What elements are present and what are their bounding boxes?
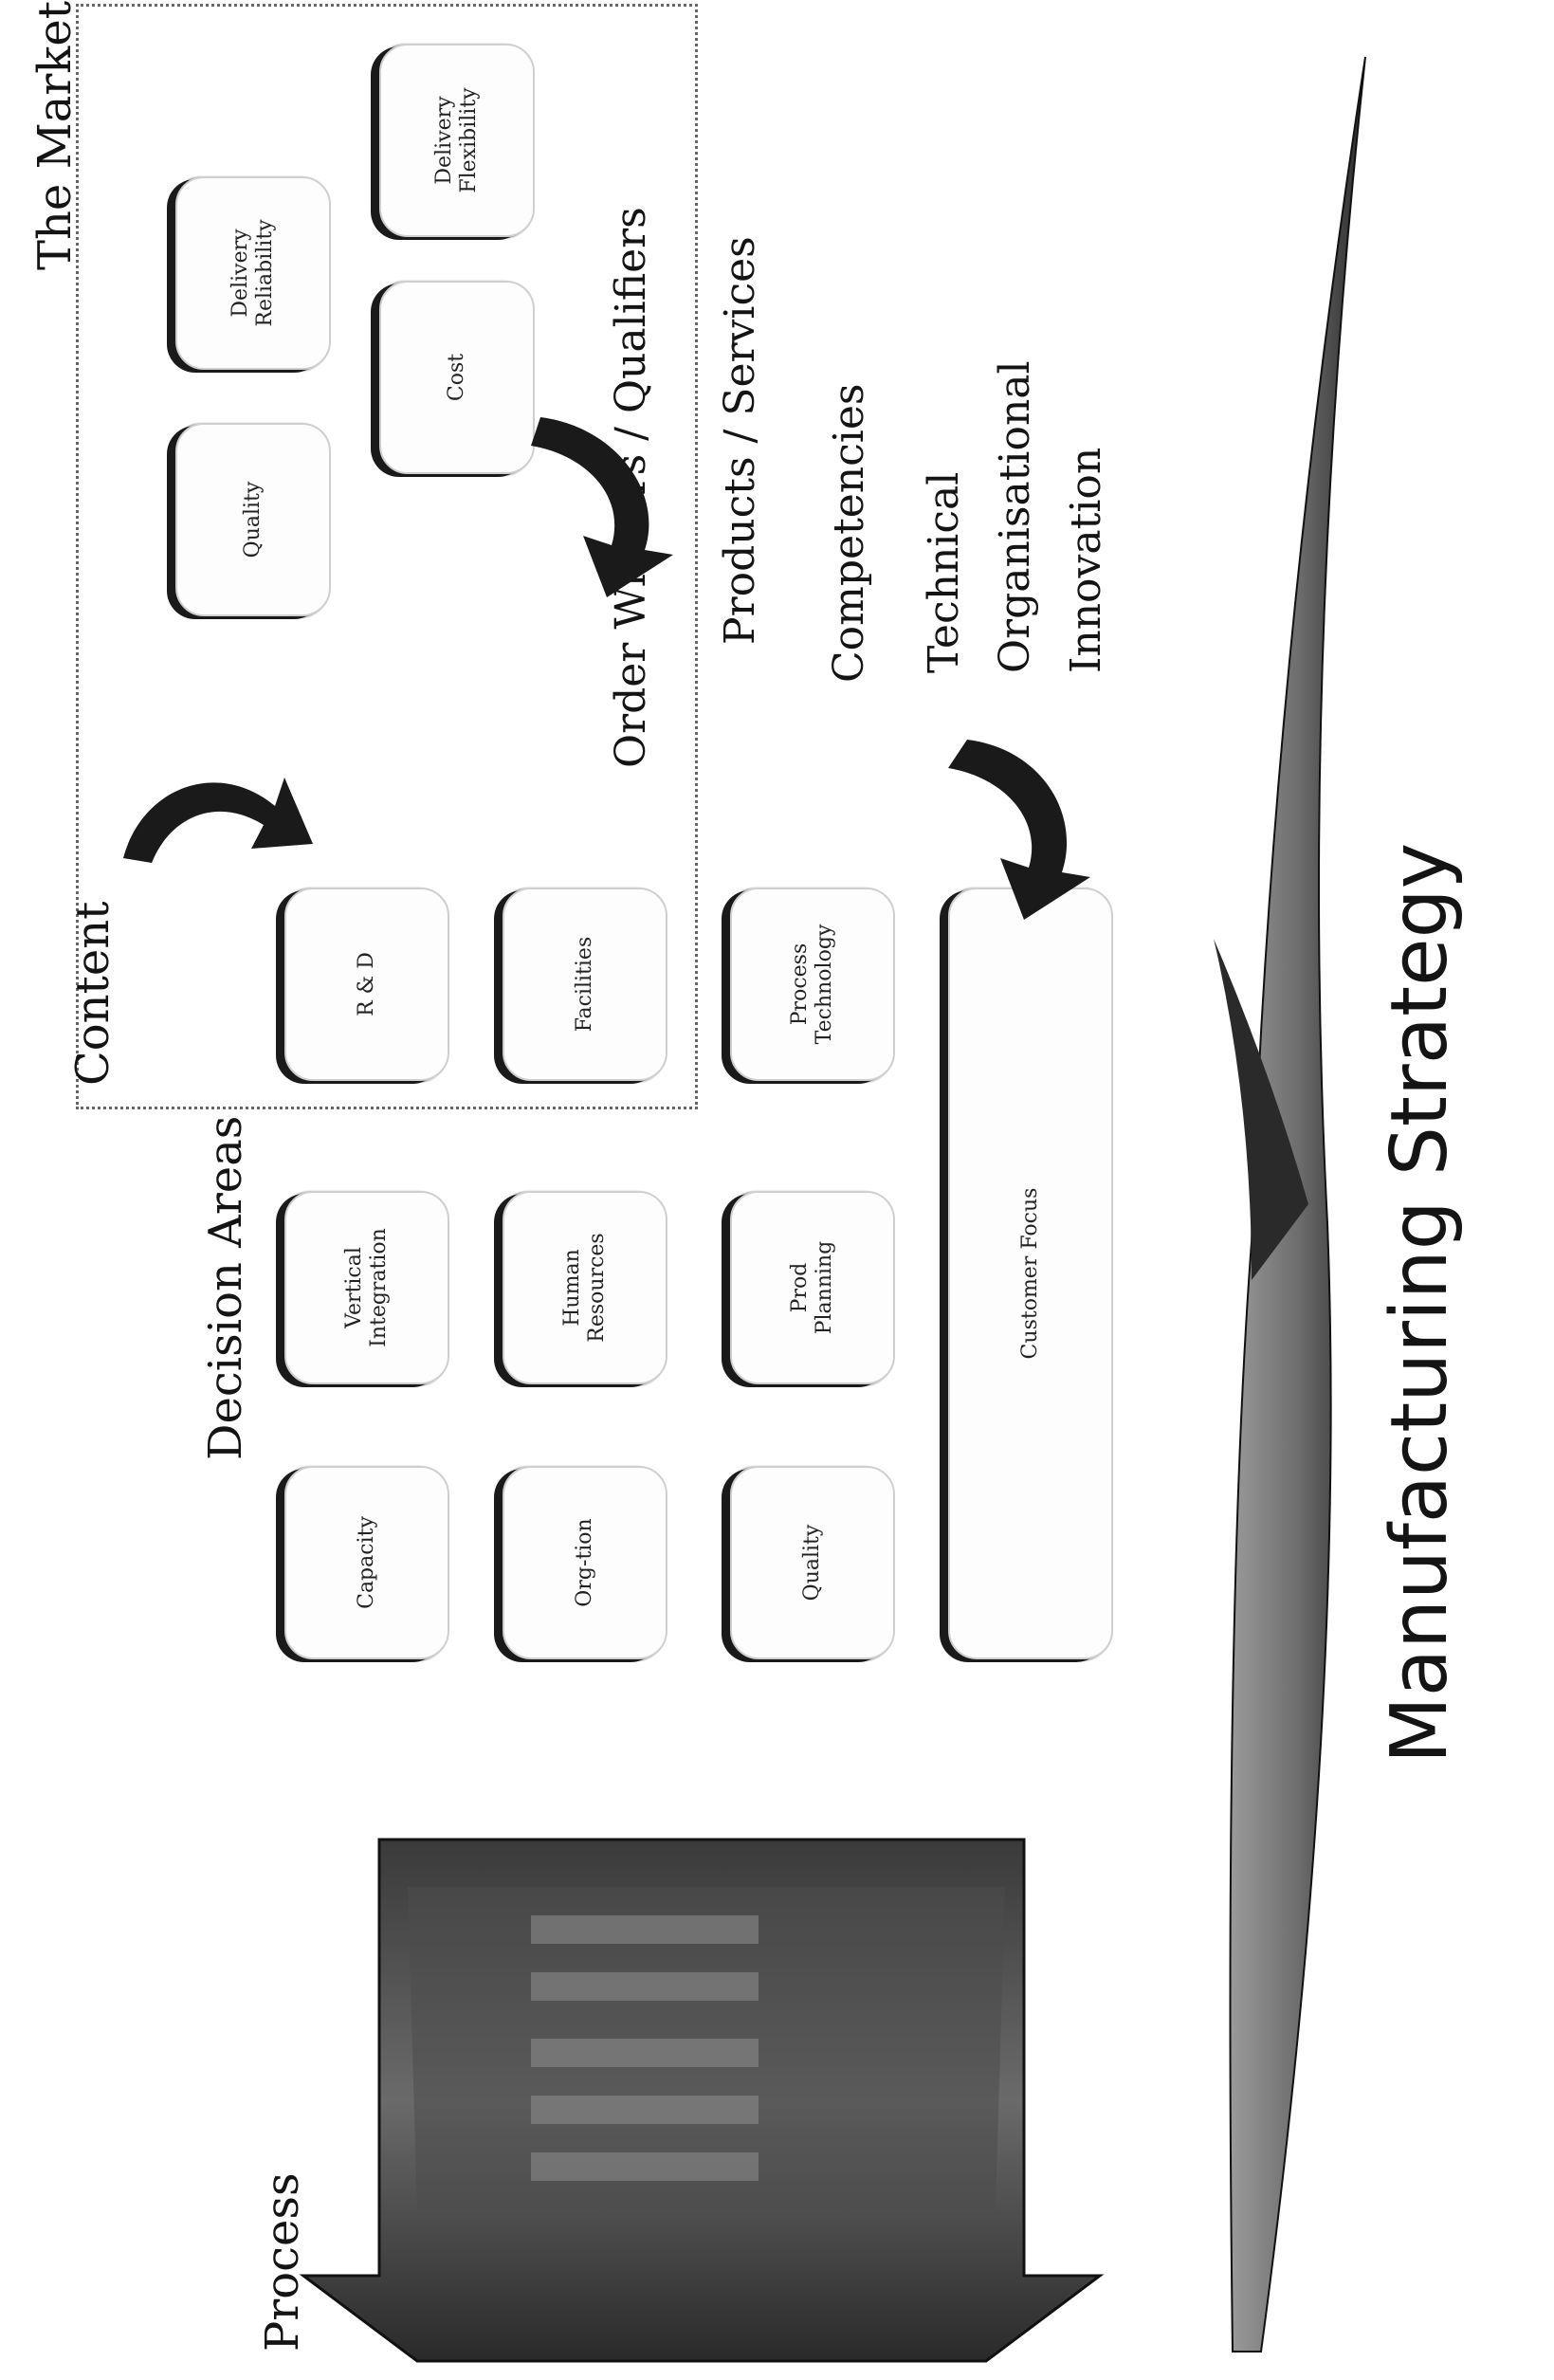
curved-arrow-icon [948,740,1090,920]
curved-arrow-icon [123,778,313,863]
strategy-swoosh-icon [1214,56,1366,2353]
manufacturing-strategy-title: Manufacturing Strategy [1375,842,1465,1764]
process-arrow-icon [299,1838,1105,2363]
curved-arrow-icon [531,417,673,597]
